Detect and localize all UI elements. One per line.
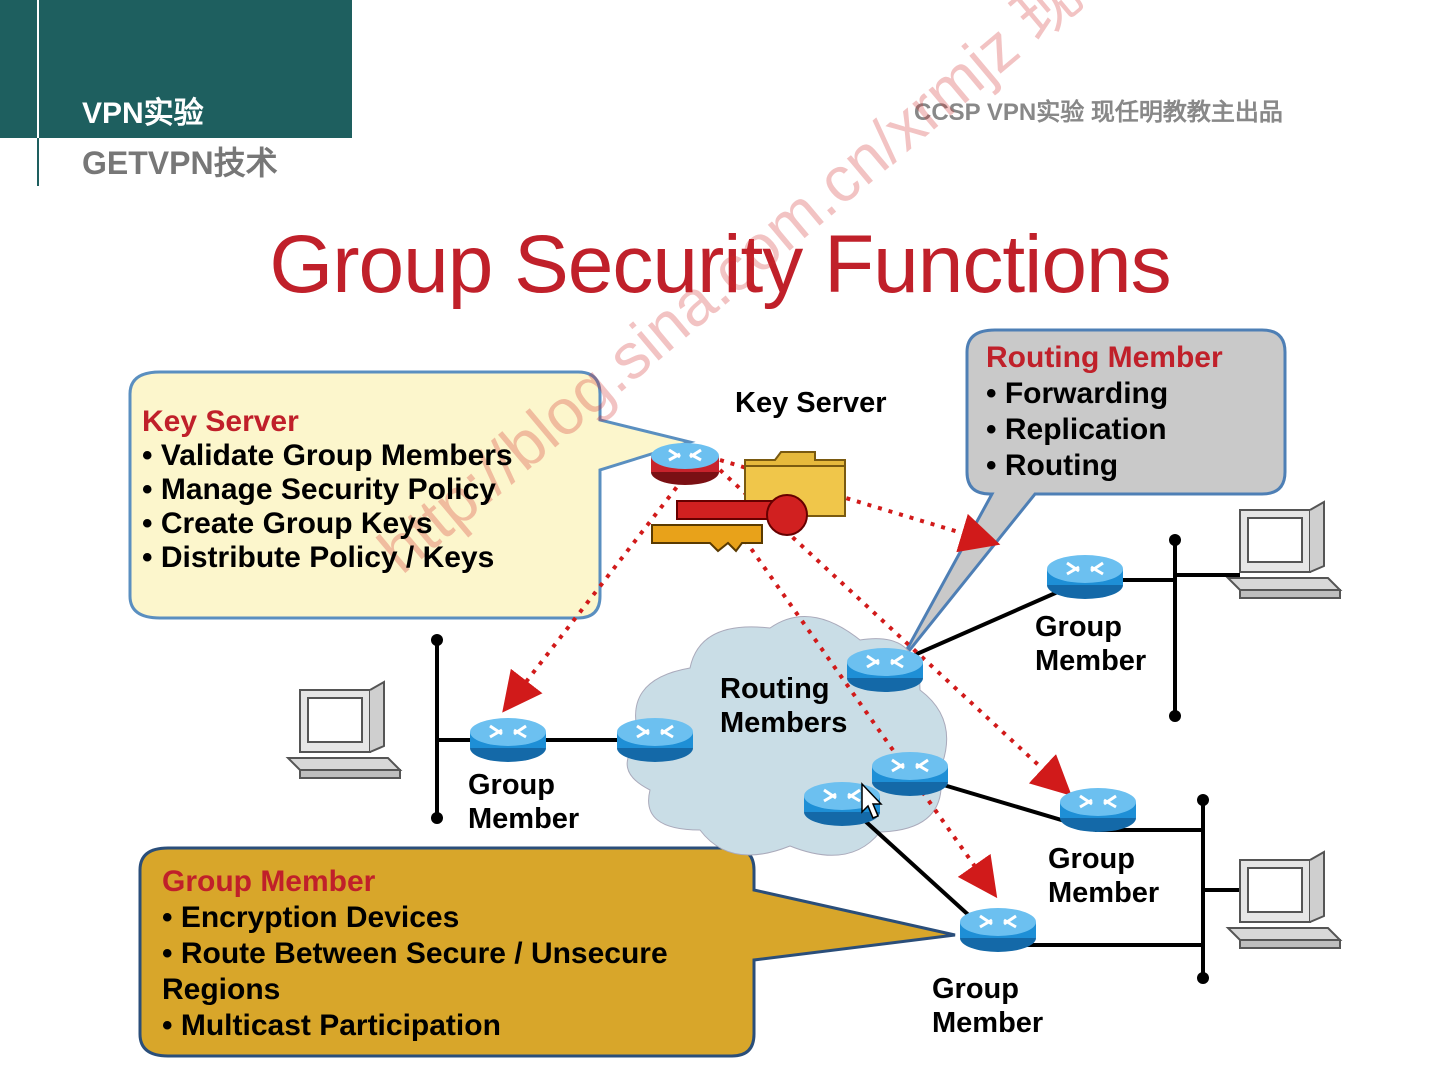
group-member-item-2: • Route Between Secure / Unsecure Region… xyxy=(162,937,668,1006)
routing-member-item-1: • Forwarding xyxy=(986,377,1169,410)
routing-member-router-3-icon xyxy=(870,750,950,798)
group-member-router-left-icon xyxy=(468,716,548,764)
group-member-item-1: • Encryption Devices xyxy=(162,901,460,934)
key-server-item-1: • Validate Group Members xyxy=(142,439,513,472)
group-member-left-label: Group Member xyxy=(468,769,580,835)
key-server-item-2: • Manage Security Policy xyxy=(142,473,496,506)
pc-left-icon xyxy=(287,681,401,779)
routing-member-item-3: • Routing xyxy=(986,449,1119,482)
routing-member-item-2: • Replication xyxy=(986,413,1167,446)
group-member-callout-shape xyxy=(138,846,956,1058)
routing-members-label: Routing Members xyxy=(720,673,848,739)
key-server-callout-title: Key Server xyxy=(142,405,299,438)
header-subtitle: GETVPN技术 xyxy=(82,145,278,181)
group-member-right-label: Group Member xyxy=(1048,843,1160,909)
routing-member-router-1-icon xyxy=(845,646,925,694)
key-server-item-4: • Distribute Policy / Keys xyxy=(142,541,495,574)
group-member-router-bottom-icon xyxy=(958,906,1038,954)
routing-member-callout-title: Routing Member xyxy=(986,341,1223,374)
group-member-callout-title: Group Member xyxy=(162,865,376,898)
routing-member-router-2-icon xyxy=(615,716,695,764)
slide-title: Group Security Functions xyxy=(269,219,1171,310)
pc-top-right-icon xyxy=(1227,501,1341,599)
header-vertical-inner-line xyxy=(37,0,39,138)
routing-member-callout: Routing Member • Forwarding • Replicatio… xyxy=(986,340,1223,484)
key-server-router-icon xyxy=(651,443,719,485)
group-member-item-3: • Multicast Participation xyxy=(162,1009,501,1042)
key-server-label: Key Server xyxy=(735,387,887,419)
group-member-router-top-right-icon xyxy=(1045,553,1125,601)
key-server-callout-shape xyxy=(128,370,696,620)
group-member-bottom-label: Group Member xyxy=(932,973,1044,1039)
header-title: VPN实验 xyxy=(82,97,204,130)
group-member-callout: Group Member • Encryption Devices • Rout… xyxy=(162,864,732,1044)
header-banner xyxy=(0,0,352,138)
group-member-router-right-icon xyxy=(1058,786,1138,834)
key-server-item-3: • Create Group Keys xyxy=(142,507,433,540)
keys-icon xyxy=(651,494,808,553)
header-right-text: CCSP VPN实验 现任明教教主出品 xyxy=(914,99,1283,126)
mouse-cursor-icon xyxy=(861,782,883,819)
group-member-top-right-label: Group Member xyxy=(1035,611,1147,677)
pc-bottom-right-icon xyxy=(1227,851,1341,949)
routing-member-callout-shape xyxy=(898,328,1287,663)
key-server-callout: Key Server • Validate Group Members • Ma… xyxy=(142,405,513,575)
